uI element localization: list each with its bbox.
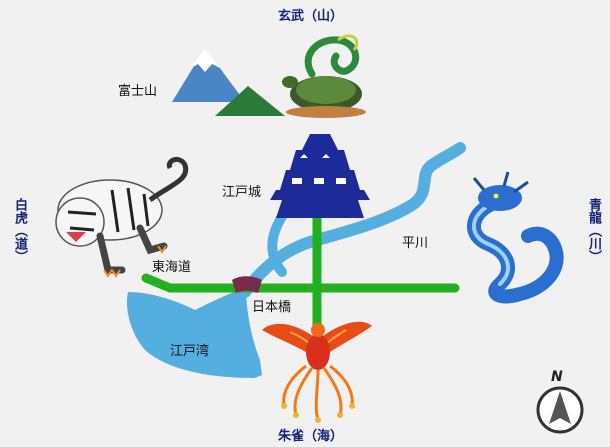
east-label: 青龍（川） xyxy=(586,198,601,263)
tokaido-label: 東海道 xyxy=(152,260,192,275)
castle-icon xyxy=(270,134,370,218)
white-tiger-icon xyxy=(55,156,189,278)
nihonbashi-bridge-icon xyxy=(232,276,262,293)
vermilion-bird-icon xyxy=(262,321,372,423)
west-label: 白虎（道） xyxy=(12,198,27,263)
black-tortoise-icon xyxy=(282,34,366,118)
castle-moat xyxy=(267,210,288,277)
mount-fuji-icon xyxy=(172,48,285,116)
bridge-label: 日本橋 xyxy=(252,300,292,315)
tokaido-road xyxy=(141,273,460,293)
azure-dragon-icon xyxy=(467,171,564,304)
river-label: 平川 xyxy=(402,236,429,251)
south-label: 朱雀（海） xyxy=(278,429,344,444)
compass-icon xyxy=(536,386,584,434)
compass-north-label: N xyxy=(551,369,563,385)
hirakawa-river xyxy=(239,142,466,298)
bay-label: 江戸湾 xyxy=(170,344,210,359)
north-label: 玄武（山） xyxy=(278,9,344,24)
edo-bay xyxy=(126,288,262,378)
fuji-label: 富士山 xyxy=(118,84,158,99)
castle-label: 江戸城 xyxy=(222,185,262,200)
